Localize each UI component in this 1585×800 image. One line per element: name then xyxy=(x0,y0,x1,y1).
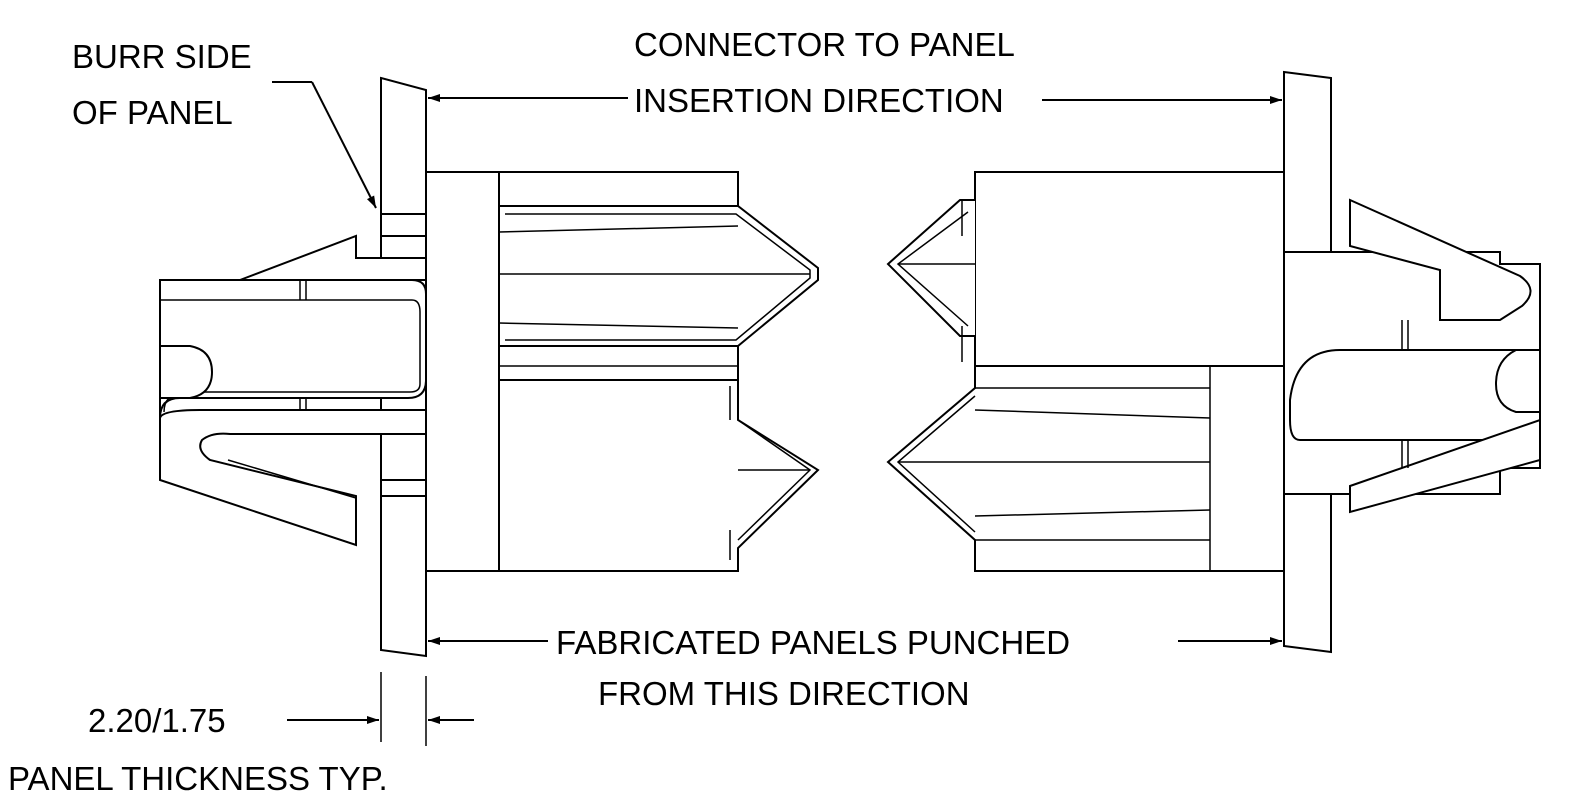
burr-side-label-line1: BURR SIDE xyxy=(72,38,252,75)
left-connector xyxy=(159,171,820,572)
burr-side-label-line2: OF PANEL xyxy=(72,94,233,131)
insertion-direction-arrows xyxy=(428,94,1282,104)
punch-label-line1: FABRICATED PANELS PUNCHED xyxy=(556,624,1070,661)
right-connector xyxy=(886,171,1541,572)
insertion-label-line1: CONNECTOR TO PANEL xyxy=(634,26,1015,63)
insertion-label-line2: INSERTION DIRECTION xyxy=(634,82,1004,119)
burr-side-leader xyxy=(272,81,377,209)
thickness-value-label: 2.20/1.75 xyxy=(88,702,226,739)
thickness-caption-label: PANEL THICKNESS TYP. xyxy=(8,760,388,797)
punch-label-line2: FROM THIS DIRECTION xyxy=(598,675,970,712)
panel-thickness-dimension xyxy=(287,672,474,746)
